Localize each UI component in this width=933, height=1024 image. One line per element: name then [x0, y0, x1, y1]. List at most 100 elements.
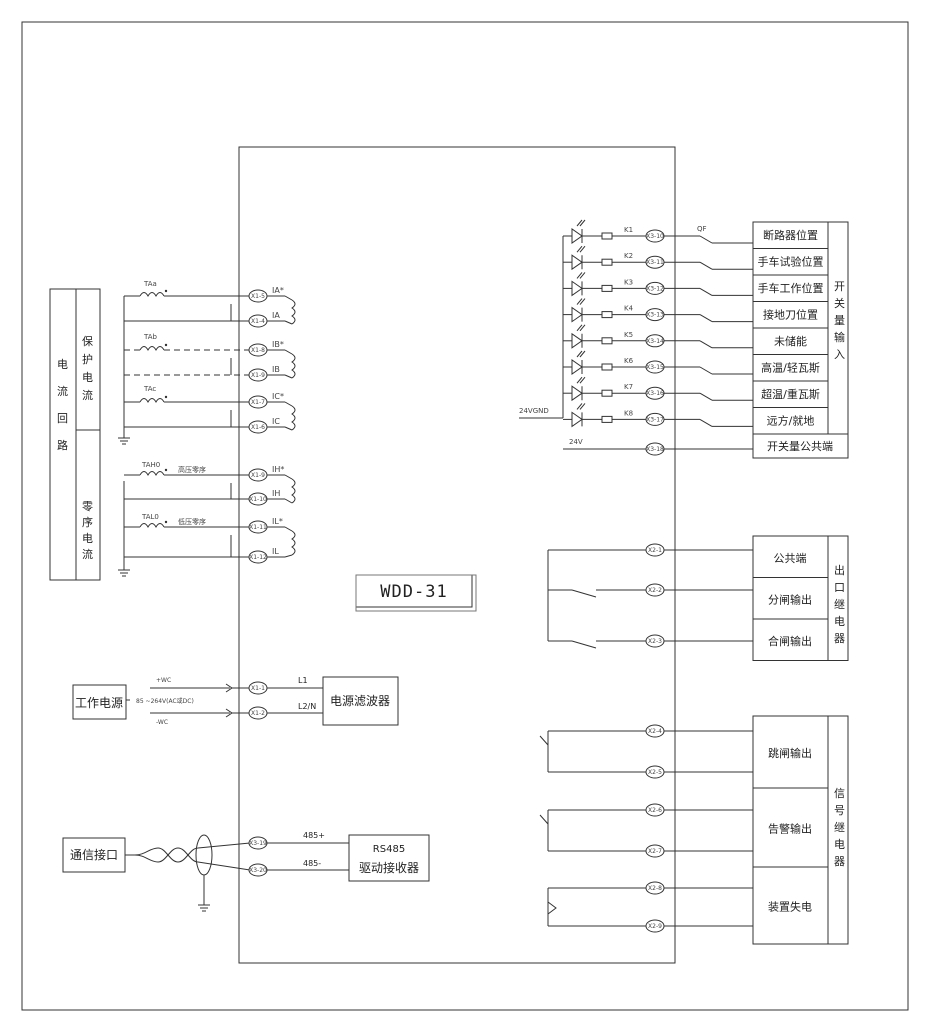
comm-interface-label: 通信接口 — [70, 847, 118, 862]
current-coil-icon — [291, 299, 296, 325]
power-l1-label: L1 — [298, 676, 308, 685]
input-k-label: K3 — [624, 278, 633, 286]
svg-text:X2-2: X2-2 — [648, 587, 662, 594]
zero-seq-current-label: 零序电流 — [82, 500, 93, 561]
power-filter-label: 电源滤波器 — [330, 694, 390, 708]
svg-text:X3-12: X3-12 — [646, 285, 664, 292]
power-source-box — [72, 684, 127, 720]
terminal-name: IL — [272, 547, 279, 556]
rs485-driver-label: 驱动接收器 — [359, 860, 419, 875]
input-label: 断路器位置 — [763, 228, 818, 242]
current-coil-icon — [291, 353, 296, 379]
switch-contact-icon — [699, 340, 713, 349]
optocoupler-led-icon — [571, 411, 583, 428]
input-label: 手车工作位置 — [758, 281, 824, 295]
svg-text:X2-1: X2-1 — [648, 547, 662, 554]
switch-contact-icon — [699, 287, 713, 296]
switch-input-group-label: 开关量输入 — [834, 280, 845, 361]
terminal-name: IC — [272, 417, 280, 426]
resistor-icon — [601, 284, 613, 292]
outer-frame — [21, 21, 909, 1011]
switch-contact-icon — [699, 314, 713, 323]
svg-text:X1-10: X1-10 — [249, 496, 267, 503]
zero-seq-note: 低压零序 — [178, 517, 206, 526]
svg-text:X1-5: X1-5 — [251, 293, 265, 300]
svg-text:X1-12: X1-12 — [249, 554, 267, 561]
svg-text:X3-16: X3-16 — [646, 390, 664, 397]
gnd-24v-label: 24VGND — [519, 407, 549, 415]
ct-coil-icon — [139, 292, 165, 298]
svg-text:X1-8: X1-8 — [251, 347, 265, 354]
power-l2-label: L2/N — [298, 702, 316, 711]
resistor-icon — [601, 337, 613, 345]
svg-text:X1-9: X1-9 — [251, 472, 265, 479]
svg-text:X3-19: X3-19 — [249, 840, 267, 847]
input-label: 高温/轻瓦斯 — [761, 361, 820, 375]
svg-text:X3-10: X3-10 — [646, 233, 664, 240]
svg-text:X2-9: X2-9 — [648, 923, 662, 930]
signal-relay-label: 告警输出 — [768, 822, 812, 836]
device-label: WDD-31 — [380, 582, 447, 602]
power-minus-label: -WC — [156, 719, 168, 726]
ct-label: TAL0 — [141, 513, 159, 521]
input-label: 接地刀位置 — [763, 308, 818, 322]
svg-text:X3-15: X3-15 — [646, 364, 664, 371]
input-k-label: K2 — [624, 252, 633, 260]
svg-text:X2-3: X2-3 — [648, 638, 662, 645]
device-body — [238, 146, 676, 964]
zero-seq-note: 高压零序 — [178, 465, 206, 474]
rs485-plus-label: 485+ — [303, 831, 325, 840]
relay-contact-icon — [571, 640, 597, 649]
ct-label: TAa — [143, 280, 157, 288]
switch-contact-icon — [699, 235, 713, 244]
v24-label: 24V — [569, 438, 583, 446]
qf-label: QF — [697, 225, 707, 233]
ct-coil-icon — [139, 523, 165, 529]
optocoupler-led-icon — [571, 228, 583, 244]
input-k-label: K4 — [624, 305, 634, 313]
resistor-icon — [601, 311, 613, 319]
protect-current-label: 保护电流 — [82, 334, 93, 402]
rs485-minus-label: 485- — [303, 859, 321, 868]
power-plus-label: +WC — [156, 677, 171, 684]
terminal-name: IA* — [272, 286, 284, 295]
switch-common-label: 开关量公共端 — [767, 439, 833, 453]
input-k-label: K8 — [624, 409, 633, 417]
rs485-label: RS485 — [373, 844, 405, 855]
power-filter-box — [322, 676, 399, 726]
svg-text:X1-11: X1-11 — [249, 524, 267, 531]
input-k-label: K5 — [624, 331, 633, 339]
svg-text:X3-17: X3-17 — [646, 416, 664, 423]
optocoupler-led-icon — [571, 359, 583, 375]
resistor-icon — [601, 389, 613, 397]
svg-text:X1-1: X1-1 — [251, 685, 265, 692]
current-terminals: X1-5IA*X1-4IAX1-8IB*X1-9IBX1-7IC*X1-6ICX… — [248, 286, 296, 564]
input-k-label: K1 — [624, 226, 633, 234]
current-coil-icon — [291, 478, 296, 504]
input-k-label: K7 — [624, 383, 633, 391]
resistor-icon — [601, 363, 613, 371]
ct-coil-icon — [139, 346, 165, 352]
ct-label: TAb — [143, 333, 158, 341]
resistor-icon — [601, 232, 613, 240]
svg-text:X3-20: X3-20 — [249, 867, 267, 874]
current-loop-label: 电流回路 — [57, 358, 68, 452]
optocoupler-led-icon — [571, 332, 583, 349]
svg-text:X1-4: X1-4 — [251, 318, 265, 325]
ct-label: TAc — [143, 385, 156, 393]
svg-text:X3-18: X3-18 — [646, 446, 664, 453]
terminal-name: IA — [272, 311, 280, 320]
signal-relay-group-label: 信号继电器 — [834, 787, 845, 868]
exit-relay-label: 分闸输出 — [768, 592, 812, 606]
terminal-name: IB* — [272, 340, 284, 349]
terminal-name: IB — [272, 365, 280, 374]
exit-relay-label: 合闸输出 — [768, 634, 812, 648]
twisted-pair-cable — [125, 834, 251, 912]
resistor-icon — [601, 415, 613, 423]
current-coil-icon — [291, 530, 296, 556]
signal-relays: X2-4X2-5跳闸输出X2-6X2-7告警输出X2-8X2-9装置失电信号继电… — [539, 715, 849, 945]
rs485-transceiver-box — [348, 834, 430, 882]
